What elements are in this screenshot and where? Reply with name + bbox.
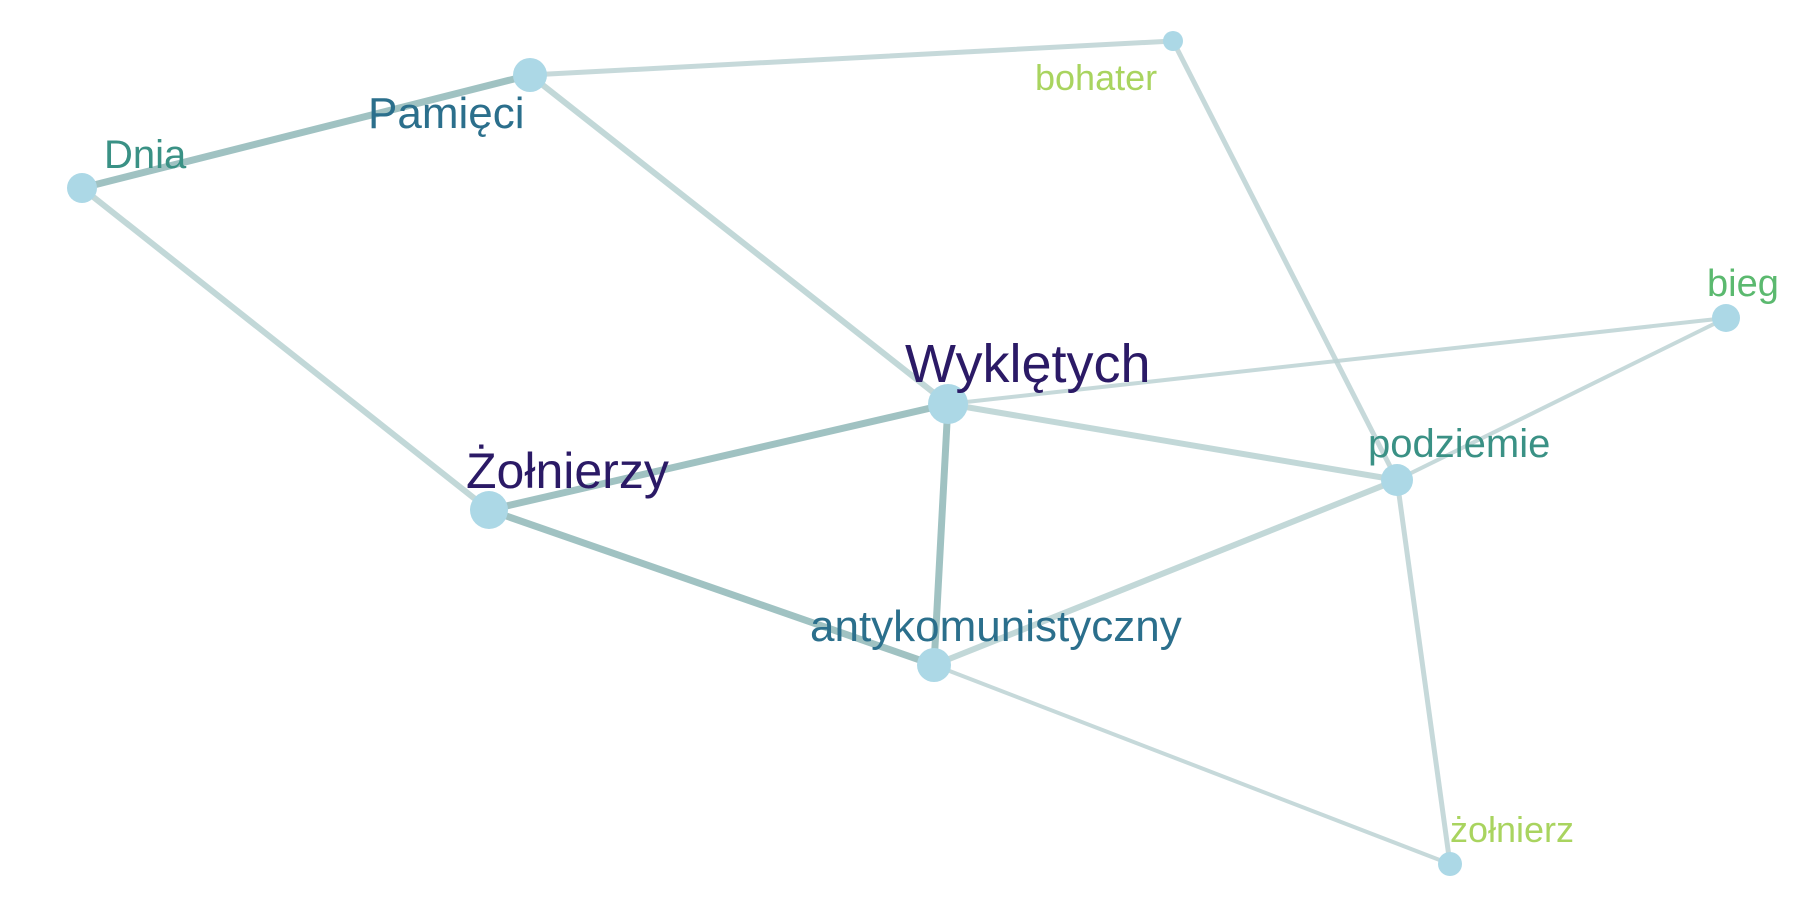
node-label-bohater: bohater — [1035, 57, 1157, 98]
node-zolnierzy[interactable] — [470, 491, 508, 529]
node-bohater[interactable] — [1163, 31, 1183, 51]
node-bieg[interactable] — [1712, 304, 1740, 332]
node-label-antykomunistyczny: antykomunistyczny — [810, 602, 1182, 651]
labels-layer: Dnia Pamięci bohater biegWyklętychŻołnierzy… — [104, 57, 1779, 850]
nodes-layer — [67, 31, 1740, 876]
edge-pamieci-wykletych — [527, 72, 951, 407]
edge-podziemie-zolnierz — [1394, 477, 1453, 867]
edge-bohater-podziemie — [1170, 38, 1400, 483]
node-antykomunistyczny[interactable] — [917, 648, 951, 682]
edge-wykletych-antykomunistyczny — [930, 400, 952, 669]
edge-antykomunistyczny-podziemie — [931, 477, 1400, 668]
edge-wykletych-podziemie — [945, 401, 1400, 483]
node-label-wykletych: Wyklętych — [905, 334, 1151, 394]
node-zolnierz[interactable] — [1438, 852, 1462, 876]
edge-antykomunistyczny-zolnierz — [932, 663, 1452, 866]
edge-wykletych-zolnierzy — [485, 400, 952, 514]
edge-podziemie-bieg — [1395, 316, 1728, 482]
node-label-dnia: Dnia — [104, 133, 187, 177]
edges-layer — [78, 38, 1728, 867]
node-label-pamieci: Pamięci — [368, 89, 525, 138]
edge-dnia-pamieci — [78, 71, 534, 192]
node-wykletych[interactable] — [928, 384, 968, 424]
edge-pamieci-bohater — [527, 38, 1176, 78]
edge-zolnierzy-antykomunistyczny — [485, 506, 938, 669]
node-label-zolnierzy: Żołnierzy — [466, 443, 669, 499]
node-label-podziemie: podziemie — [1368, 422, 1550, 466]
node-label-zolnierz: żołnierz — [1450, 809, 1574, 850]
edge-wykletych-bieg — [946, 316, 1728, 406]
node-podziemie[interactable] — [1381, 464, 1413, 496]
node-label-bieg: bieg — [1707, 263, 1779, 305]
edge-dnia-zolnierzy — [79, 185, 492, 513]
node-pamieci[interactable] — [513, 58, 547, 92]
node-dnia[interactable] — [67, 173, 97, 203]
